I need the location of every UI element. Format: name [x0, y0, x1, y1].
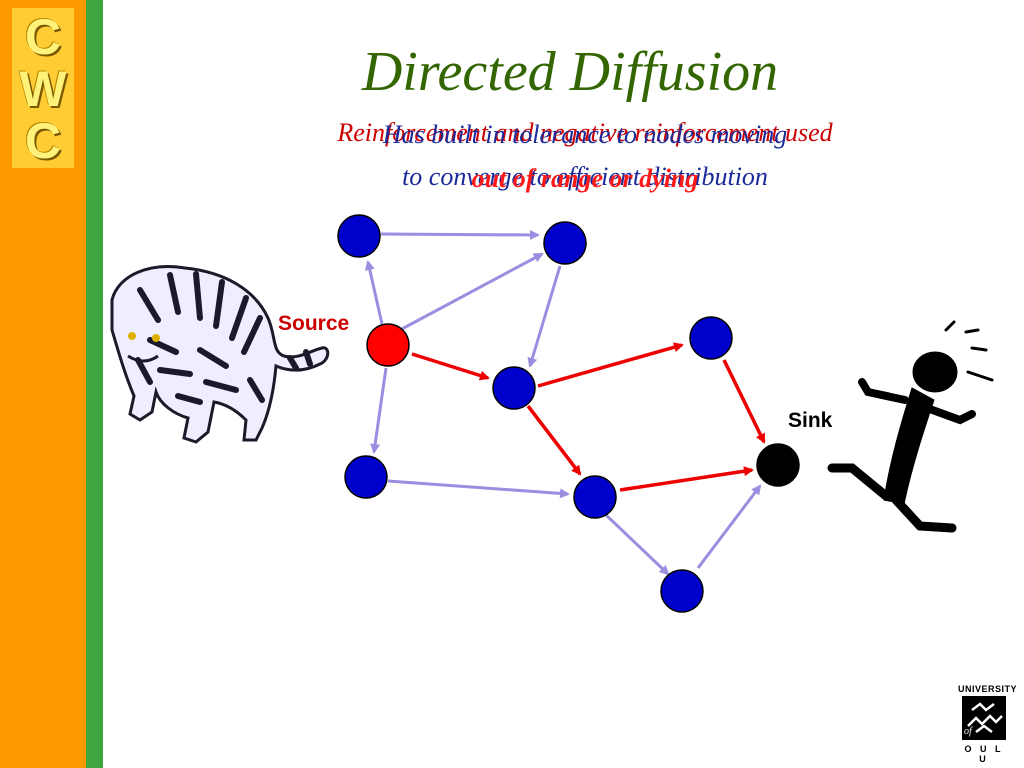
edge-n6-sink	[619, 466, 754, 492]
edge-n4-sink	[722, 359, 766, 444]
edge-n3-n6	[526, 404, 582, 476]
oulu-emblem-pattern	[967, 702, 1003, 733]
university-of-oulu-logo: UNIVERSITY of O U L U	[958, 684, 1018, 764]
edge-src-n3	[411, 352, 490, 381]
logo-letter-c2: C	[24, 113, 62, 169]
lavender-edges	[364, 229, 762, 576]
logo-letter-c1: C	[24, 9, 62, 65]
node-top-right	[543, 221, 587, 265]
slide-title: Directed Diffusion	[361, 41, 779, 103]
edge-n2-n3	[527, 265, 562, 368]
node-bottom-center	[573, 475, 617, 519]
subtitle-reinforcement-line1: Reinforcement and negative reinforcement…	[337, 118, 833, 147]
source-label: Source	[278, 312, 349, 335]
oulu-emblem: of	[962, 696, 1006, 740]
node-right	[689, 316, 733, 360]
edge-src-n5	[370, 367, 388, 454]
sink-node	[756, 443, 800, 487]
edge-src-n1	[364, 260, 384, 325]
of-text: of	[964, 726, 972, 737]
node-bottom-left	[344, 455, 388, 499]
running-person-illustration	[827, 320, 994, 533]
edge-src-n2	[399, 252, 544, 332]
tiger-illustration	[110, 265, 330, 444]
network-nodes	[337, 214, 800, 613]
edge-n7-sink	[696, 484, 762, 569]
subtitle-tolerance-line2: out of range or dying	[471, 164, 699, 193]
subtitle-tolerance-line1: Has built in tolerance to nodes moving	[382, 120, 788, 149]
node-center	[492, 366, 536, 410]
sink-label: Sink	[788, 409, 833, 432]
node-top-left	[337, 214, 381, 258]
source-node	[366, 323, 410, 367]
cwc-logo: C W C	[12, 8, 74, 168]
edge-n5-n6	[387, 479, 570, 499]
edge-n1-n2	[380, 229, 540, 240]
logo-letter-w: W	[19, 61, 67, 117]
node-bottom	[660, 569, 704, 613]
edge-n6-n7	[603, 512, 670, 576]
oulu-text: O U L U	[964, 744, 1004, 764]
subtitle-reinforcement-line2: to converge to efficient distribution	[402, 162, 768, 191]
university-text: UNIVERSITY	[958, 684, 1018, 694]
sidebar-green-band	[86, 0, 103, 768]
reinforced-path-edges	[411, 342, 766, 492]
edge-n3-n4	[537, 342, 684, 388]
